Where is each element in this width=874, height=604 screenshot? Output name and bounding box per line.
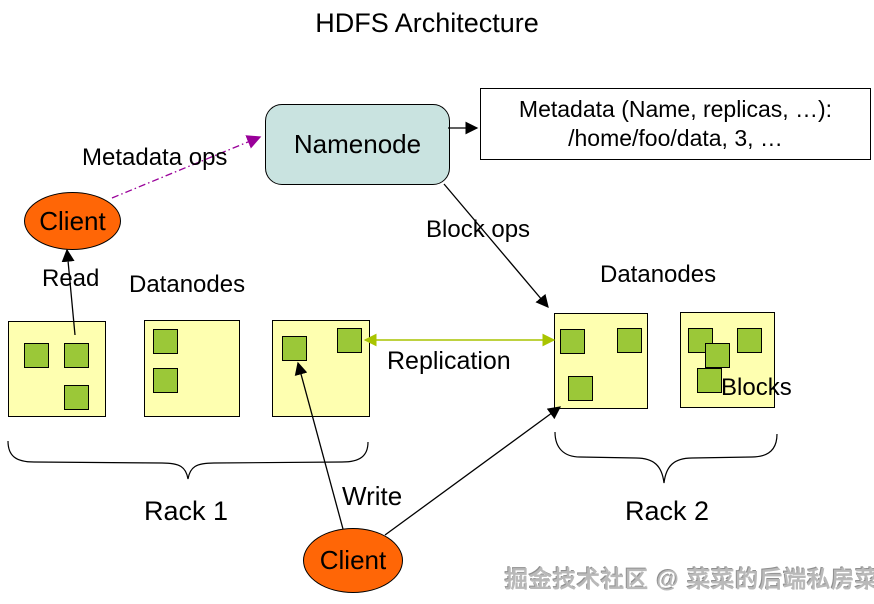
diagram-title: HDFS Architecture [315,8,539,38]
block-square [688,328,713,353]
client-bottom-label: Client [319,545,387,575]
metadata-ops-label: Metadata ops [82,144,228,171]
datanodes-left-label: Datanodes [129,271,246,298]
block-square [737,328,762,353]
watermark-text: 掘金技术社区 @ 菜菜的后端私房菜 [505,566,874,592]
rack1-label: Rack 1 [144,496,229,526]
read-label: Read [42,265,100,292]
block-square [64,343,89,368]
client-top-label: Client [39,205,106,236]
write-arrow-rack2 [384,406,562,536]
block-square [617,328,642,353]
namenode-label: Namenode [293,129,422,159]
datanodes-right-label: Datanodes [600,261,717,288]
datanode-box [272,320,370,417]
block-square [64,385,89,410]
metadata-line2: /home/foo/data, 3, … [568,125,783,151]
blocks-label: Blocks [721,374,792,401]
block-square [282,336,307,361]
namenode-box: Namenode [265,104,450,185]
rack2-label: Rack 2 [625,496,710,526]
block-square [697,368,722,393]
block-square [153,368,178,393]
block-ops-label: Block ops [426,216,531,243]
block-square [337,328,362,353]
block-square [560,329,585,354]
write-label: Write [342,481,403,511]
block-square [24,343,49,368]
datanode-box [554,313,648,409]
replication-label: Replication [387,347,511,375]
rack2-brace [554,431,778,484]
datanode-box [144,320,240,417]
client-ellipse-top: Client [24,192,121,250]
datanode-box [8,321,106,417]
block-square [153,329,178,354]
client-ellipse-bottom: Client [303,528,403,593]
rack1-brace [7,440,369,480]
metadata-box: Metadata (Name, replicas, …): /home/foo/… [480,88,871,160]
block-square [705,343,730,368]
datanode-box [680,312,775,408]
metadata-line1: Metadata (Name, replicas, …): [518,96,833,123]
block-square [568,376,593,401]
block-ops-arrow [443,183,549,308]
